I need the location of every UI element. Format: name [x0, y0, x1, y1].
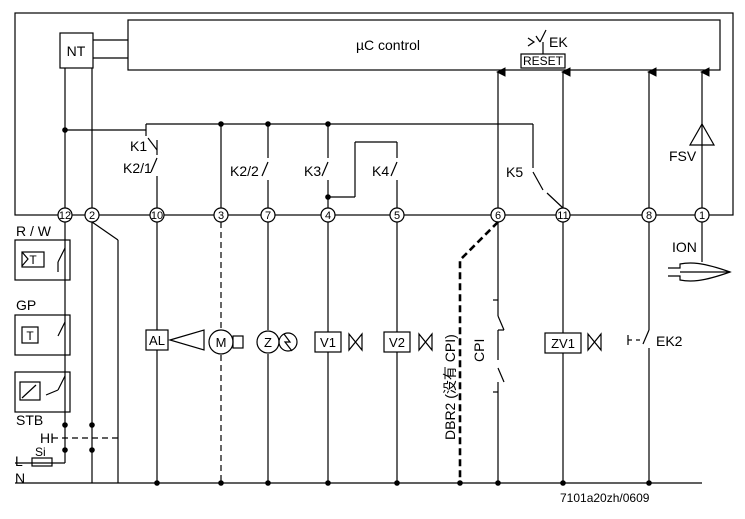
terminal-label-1: 1	[699, 210, 705, 222]
terminal-label-10: 10	[151, 210, 163, 222]
ek-label: EK	[549, 34, 568, 50]
k2-2-label: K2/2	[230, 163, 259, 179]
diagram-code: 7101a20zh/0609	[560, 491, 650, 505]
terminal-label-6: 6	[495, 210, 501, 222]
hi-label: HI	[40, 430, 54, 446]
valve-icon-v2	[418, 332, 433, 352]
l-label: L	[15, 453, 23, 469]
dbr2-label: DBR2 (没有 CPI)	[442, 334, 458, 440]
v1-box	[314, 331, 342, 353]
nt-box	[59, 32, 94, 69]
nt-label: NT	[67, 43, 86, 59]
rw-t-label: T	[29, 253, 37, 267]
stb-box	[14, 371, 71, 413]
cpi-label: CPI	[471, 339, 487, 362]
fuse-si	[31, 457, 53, 467]
housing-outline	[14, 12, 734, 216]
al-label: AL	[149, 333, 165, 348]
v2-box	[383, 331, 411, 353]
valve-icon-zv1	[587, 332, 602, 352]
motor-shaft	[232, 335, 244, 349]
horn-icon	[167, 329, 205, 351]
k5-label: K5	[506, 164, 523, 180]
fsv-label: FSV	[669, 148, 697, 164]
terminal-label-4: 4	[325, 210, 331, 222]
si-label: Si	[35, 445, 46, 459]
terminal-label-12: 12	[59, 210, 71, 222]
terminal-label-11: 11	[557, 210, 568, 222]
v1-label: V1	[320, 335, 336, 350]
uc-control-box	[127, 19, 721, 71]
gp-t-label: T	[26, 329, 34, 343]
zv1-label: ZV1	[551, 336, 575, 351]
k4-label: K4	[372, 163, 389, 179]
uc-control-title: µC control	[356, 37, 420, 53]
terminal-label-8: 8	[646, 210, 652, 222]
terminal-label-5: 5	[394, 210, 400, 222]
gp-box	[14, 314, 71, 356]
rw-box	[14, 239, 71, 281]
valve-icon-v1	[348, 332, 363, 352]
ignition-spark-icon	[278, 332, 298, 352]
dbr2-line	[458, 221, 499, 483]
ek2-label: EK2	[656, 333, 683, 349]
v2-label: V2	[389, 335, 405, 350]
terminal-label-2: 2	[89, 210, 95, 222]
terminal-label-7: 7	[265, 210, 271, 222]
n-label: N	[15, 470, 25, 486]
terminal-label-3: 3	[218, 210, 224, 222]
stb-label: STB	[16, 412, 43, 428]
m-label: M	[216, 335, 227, 350]
ion-label: ION	[672, 239, 697, 255]
z-label: Z	[264, 335, 272, 350]
gp-label: GP	[16, 297, 36, 313]
rw-label: R / W	[16, 223, 52, 239]
k3-label: K3	[304, 163, 321, 179]
k1-label: K1	[130, 138, 147, 154]
reset-label: RESET	[523, 54, 564, 68]
k2-1-label: K2/1	[123, 160, 152, 176]
zv1-box	[544, 332, 582, 354]
